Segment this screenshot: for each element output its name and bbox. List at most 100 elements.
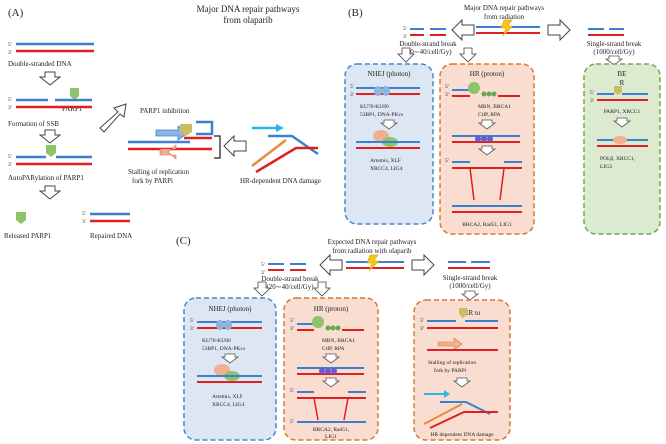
dsdna-intact: 5' 3' [8, 42, 94, 56]
arrow-down-icon [461, 290, 479, 301]
arrow-right-icon [547, 19, 571, 41]
polb-icon [613, 136, 627, 144]
strand-5-label: 5' [290, 318, 294, 324]
arrow-down-icon [39, 129, 61, 144]
strand-5-label: 5' [190, 318, 194, 324]
mrn-complex-icon [468, 82, 480, 94]
strand-3-label: 3' [590, 98, 594, 104]
arrow-down-icon [39, 185, 61, 200]
strand-3-label: 3' [8, 162, 12, 168]
ku-complex-icon [216, 320, 224, 330]
stalling-label-1: Stalling of replication [428, 359, 476, 366]
hr-damage-label: HR dependent DNA damage [430, 432, 494, 438]
ber-title: BER to [460, 309, 481, 317]
stalling-label-2: fork by PARPi [132, 177, 173, 185]
strand-5-label: 5' [8, 154, 12, 160]
strand-5-label: 5' [445, 158, 449, 164]
hr-factors-2: CtIP, RPA [478, 112, 500, 118]
strand-3-label: 3' [8, 105, 12, 111]
hr-damage-label: HR-dependent DNA damage [240, 177, 321, 185]
strand-3-label: 3' [350, 92, 354, 98]
hr-end: BRCA2, Rad51, LIG1 [462, 222, 512, 228]
ber-factors: PARP1, XRCC1 [604, 109, 641, 115]
hr-factors-1: MRN, BRCA1 [478, 104, 511, 110]
arrow-down-icon [39, 71, 61, 86]
ssb-label-1: Single-strand break [587, 40, 642, 48]
nhej-end-1: Artemis, XLF [212, 394, 243, 400]
strand-5-label: 5' [82, 211, 86, 217]
parp1-marker-icon [70, 88, 79, 100]
strand-5-label: 5' [420, 318, 424, 324]
strand-3-label: 3' [261, 270, 265, 276]
ber-end-2: LIG3 [600, 164, 612, 170]
ssb-label-1: Single-strand break [443, 274, 498, 282]
stalling-label-1: Stalling of replication [128, 168, 190, 176]
panel-a-title-1: Major DNA repair pathways [197, 4, 300, 14]
ber-end-1: POLβ, XRCC1, [600, 156, 636, 162]
nhej-factors-1: KU70-KU80 [360, 104, 389, 110]
hr-end-2: LIG1 [325, 434, 337, 440]
panel-a: (A) Major DNA repair pathways from olapa… [4, 4, 321, 240]
strand-5-label: 5' [403, 26, 407, 32]
panel-b-label: (B) [348, 7, 363, 19]
hr-end-1: BRCA2, Rad51, [313, 427, 350, 433]
stalled-fork [128, 120, 214, 160]
strand-3-label: 3' [445, 92, 449, 98]
strand-3-label: 3' [290, 326, 294, 332]
nhej-end-1: Artemis, XLF [370, 158, 401, 164]
panel-c-label: (C) [176, 235, 191, 247]
strand-3-label: 3' [8, 50, 12, 56]
dsdna-repaired: 5' 3' [82, 211, 130, 225]
panel-b-title-2: from radiation [484, 13, 525, 21]
ssb-label-2: (1000/cell/Gy) [449, 282, 491, 290]
hr-title: HR (proton) [314, 305, 349, 313]
ber-title-2: R [620, 79, 625, 87]
nhej-end-2: XRCC4, LIG4 [370, 166, 403, 172]
strand-5-label: 5' [445, 84, 449, 90]
parp1-inhibition-label: PARP1 inhibition [140, 107, 190, 115]
inhibition-arrow-icon [99, 103, 127, 133]
hr-damage-fork [251, 124, 319, 174]
strand-3-label: 3' [82, 219, 86, 225]
stalling-label-2: fork by PARPi [434, 367, 467, 374]
released-parp1-icon [16, 212, 26, 224]
ku-complex-icon [224, 320, 232, 330]
arrow-left-icon [451, 19, 475, 41]
nhej-end-2: XRCC4, LIG4 [212, 402, 245, 408]
strand-3-label: 3' [403, 34, 407, 40]
ber-box [413, 299, 511, 441]
strand-3-label: 3' [190, 326, 194, 332]
arrow-left-icon [319, 254, 343, 276]
arrow-left-icon [223, 135, 247, 157]
autoparylation-label: AutoPARylation of PARP1 [8, 174, 84, 182]
arrow-down-right-icon [459, 47, 477, 63]
parp1-marker-icon [459, 308, 467, 318]
dsb-label-1: Double-strand break [261, 275, 319, 283]
hr-factors-1: MRN, BRCA1 [322, 338, 355, 344]
panel-c-title-2: from radiation with olaparib [332, 247, 412, 255]
nhej-box [183, 297, 277, 441]
nhej-factors-2: 53BP1, DNA-PKcs [202, 346, 245, 352]
strand-5-label: 5' [290, 388, 294, 394]
strand-3-label: 3' [420, 326, 424, 332]
panel-c-title-1: Expected DNA repair pathways [328, 238, 417, 246]
repaired-dna-label: Repaired DNA [90, 232, 132, 240]
panel-b: (B) Major DNA repair pathways from radia… [344, 4, 661, 235]
double-stranded-label: Double-stranded DNA [8, 60, 72, 68]
panel-b-title-1: Major DNA repair pathways [464, 4, 544, 12]
bracket-icon [214, 135, 221, 159]
parp1-marker-icon [614, 86, 622, 95]
strand-5-label: 5' [8, 42, 12, 48]
strand-5-label: 5' [590, 90, 594, 96]
nhej-factors-1: KU70-KU80 [202, 338, 231, 344]
dsb-label-2: (20∼40/cell/Gy) [404, 48, 452, 56]
ber-box [583, 63, 661, 235]
dsb-label-1: Double-strand break [399, 40, 457, 48]
nhej-title: NHEJ (photon) [368, 70, 412, 78]
ssb-label-2: (1000/cell/Gy) [593, 48, 635, 56]
hr-title: HR (proton) [470, 70, 505, 78]
ku-complex-icon [374, 86, 382, 96]
nhej-factors-2: 53BP1, DNA-PKcs [360, 112, 403, 118]
strand-5-label: 5' [8, 97, 12, 103]
